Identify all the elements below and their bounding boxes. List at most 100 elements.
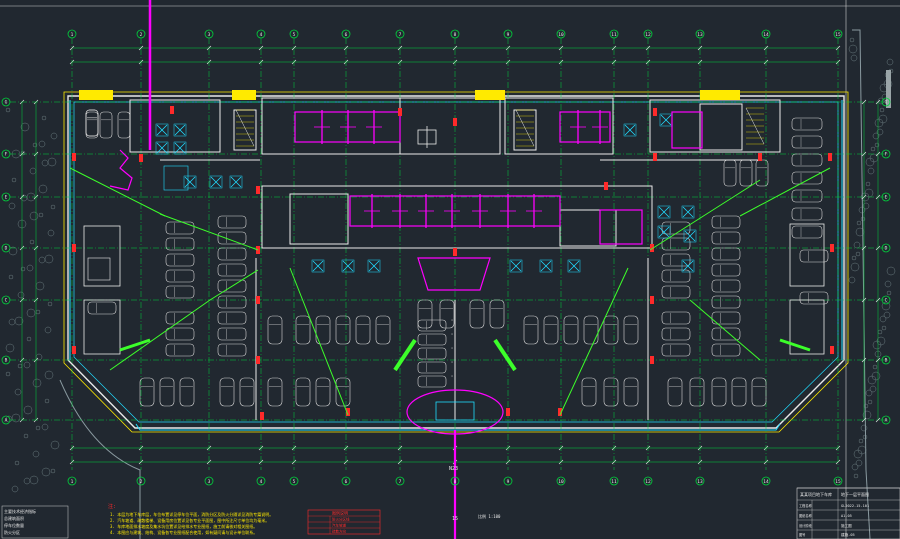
- axis-bubble-right: G: [881, 97, 891, 107]
- car-body: [661, 343, 691, 357]
- ventilation-shafts: [79, 90, 740, 100]
- equipment-symbol: [155, 141, 169, 155]
- bubble-circle: [1, 355, 11, 365]
- bubble-circle: [881, 97, 891, 107]
- evacuation-routes: [69, 167, 831, 416]
- car-body: [355, 315, 371, 345]
- axis-bubble-left: F: [1, 149, 11, 159]
- parking-car: [623, 377, 639, 407]
- car-body: [267, 377, 283, 407]
- parking-car: [417, 299, 433, 329]
- parking-car: [711, 231, 741, 245]
- axis-bubble-top: 6: [341, 29, 351, 39]
- equipment-symbol: [209, 175, 223, 189]
- bubble-circle: [1, 192, 11, 202]
- parking-car: [667, 377, 683, 407]
- axis-bubble-right: F: [881, 149, 891, 159]
- axis-column-label: 4: [260, 479, 263, 485]
- car-body: [165, 327, 195, 341]
- tree-symbol: [44, 254, 54, 264]
- tree-symbol: [884, 280, 892, 288]
- bubble-circle: [881, 192, 891, 202]
- symbol-frame: [341, 259, 355, 273]
- parking-car: [217, 311, 247, 325]
- bubble-circle: [256, 476, 266, 486]
- car-body: [165, 237, 195, 251]
- bubble-circle: [450, 29, 460, 39]
- axis-bubble-right: E: [881, 192, 891, 202]
- car-body: [295, 377, 311, 407]
- title-block-value: 建施-05: [841, 532, 855, 537]
- car-body: [239, 377, 255, 407]
- tree-symbol: [29, 475, 39, 485]
- parking-car: [417, 347, 447, 360]
- axis-bubble-top: 8: [450, 29, 460, 39]
- bubble-circle: [881, 415, 891, 425]
- symbol-frame: [567, 259, 581, 273]
- parking-car: [355, 315, 371, 345]
- tree-symbol: [860, 424, 868, 432]
- parking-car: [165, 253, 195, 267]
- parking-car: [417, 319, 447, 332]
- fire-hydrant-marker: [72, 244, 76, 252]
- bubble-circle: [256, 29, 266, 39]
- dimension-tick: [861, 297, 867, 303]
- fire-hydrant-marker: [653, 153, 657, 161]
- tree-symbol: [878, 114, 888, 124]
- parking-car: [217, 215, 247, 229]
- parking-car: [217, 295, 247, 309]
- parking-car: [489, 299, 505, 329]
- equipment-room: [83, 299, 121, 355]
- axis-column-label: 2: [140, 32, 143, 38]
- axis-bubble-bottom: 13: [695, 476, 705, 486]
- symbol-frame: [683, 229, 697, 243]
- car-body: [139, 377, 155, 407]
- parking-car: [711, 263, 741, 277]
- symbol-stroke: [624, 124, 636, 136]
- axis-bubble-top: 3: [204, 29, 214, 39]
- stair-symbol: [515, 109, 535, 147]
- car-body: [791, 117, 823, 131]
- dimension-tick: [861, 151, 867, 157]
- fire-hydrant-marker: [256, 296, 260, 304]
- bubble-circle: [643, 476, 653, 486]
- bubble-circle: [1, 149, 11, 159]
- tree-symbol: [849, 37, 855, 43]
- equipment-fixtures: [69, 100, 843, 431]
- car-body: [159, 377, 175, 407]
- car-body: [791, 189, 823, 203]
- tree-symbol: [38, 212, 44, 218]
- title-block-row-label: 设计阶段: [799, 523, 813, 528]
- parking-car: [603, 315, 619, 345]
- parking-car: [469, 299, 485, 329]
- dimension-tick: [763, 45, 769, 51]
- tree-symbol: [32, 378, 42, 388]
- symbol-frame: [367, 259, 381, 273]
- parking-car: [239, 377, 255, 407]
- car-body: [417, 333, 447, 346]
- car-body: [661, 285, 691, 299]
- axis-bubble-right: C: [881, 295, 891, 305]
- tree-symbol: [23, 361, 31, 369]
- car-body: [523, 315, 539, 345]
- symbol-frame: [229, 175, 243, 189]
- dimension-tick: [861, 245, 867, 251]
- dimension-tick: [875, 245, 881, 251]
- car-body: [165, 285, 195, 299]
- tree-symbol: [5, 371, 11, 377]
- dimension-tick: [861, 194, 867, 200]
- car-body: [417, 375, 447, 388]
- car-body: [267, 315, 283, 345]
- parking-car: [99, 111, 113, 139]
- parking-car: [799, 291, 829, 305]
- car-body: [603, 315, 619, 345]
- tree-symbol: [850, 262, 860, 272]
- parking-car: [791, 207, 823, 221]
- axis-row-label: D: [885, 246, 888, 252]
- car-body: [165, 221, 195, 235]
- car-body: [217, 263, 247, 277]
- equipment-symbol: [229, 175, 243, 189]
- tree-symbol: [5, 107, 11, 113]
- tree-symbol: [41, 115, 47, 121]
